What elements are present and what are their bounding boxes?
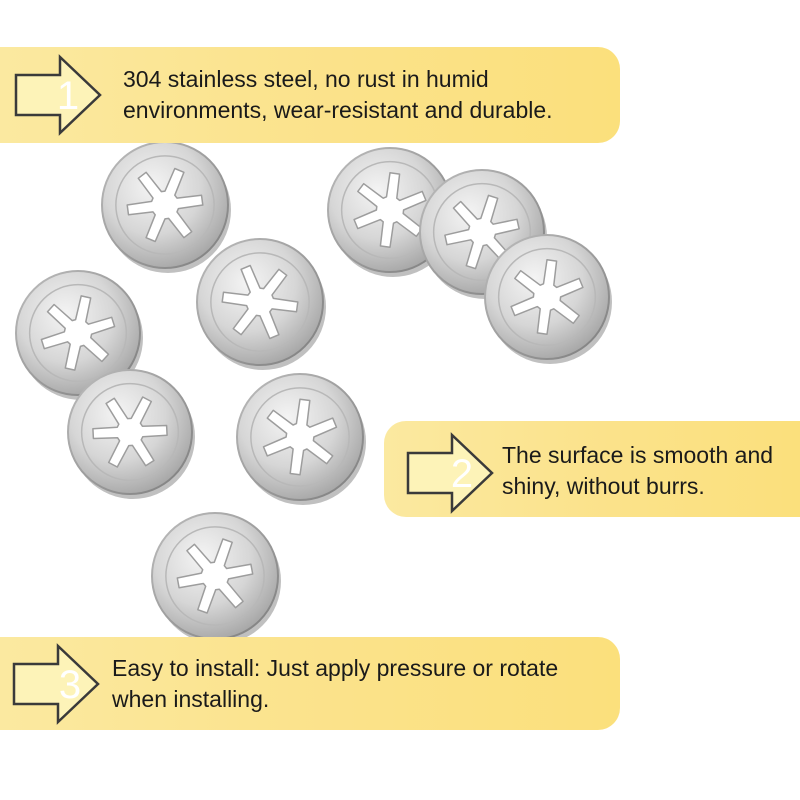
feature-text-2: The surface is smooth and shiny, without…	[502, 442, 774, 499]
washer-star-hole	[221, 264, 299, 340]
feature-banner-3: 3 Easy to install: Just apply pressure o…	[0, 637, 620, 730]
arrow-right-icon: 1	[14, 54, 102, 136]
washer	[67, 369, 195, 499]
washer	[101, 141, 231, 273]
washer-ridge	[497, 247, 597, 347]
feature-banner-1: 1 304 stainless steel, no rust in humid …	[0, 47, 620, 143]
washer	[196, 238, 326, 370]
washer	[15, 270, 143, 400]
arrow-right-icon: 2	[406, 432, 494, 514]
feature-number-2: 2	[451, 452, 473, 496]
washer-ridge	[80, 382, 180, 482]
washer-ridge	[250, 387, 350, 487]
washer	[236, 373, 366, 505]
washer-star-hole	[40, 295, 116, 371]
feature-number-1: 1	[57, 74, 79, 118]
feature-banner-2: 2 The surface is smooth and shiny, witho…	[384, 421, 800, 517]
washer-star-hole	[444, 194, 520, 270]
feature-text-3: Easy to install: Just apply pressure or …	[112, 655, 559, 712]
washer-star-hole	[262, 398, 338, 476]
washer-ridge	[115, 155, 215, 255]
washer-star-hole	[510, 259, 584, 335]
washer-ridge	[432, 182, 532, 282]
feature-text-1: 304 stainless steel, no rust in humid en…	[123, 66, 553, 123]
washer-star-hole	[92, 396, 168, 468]
washer	[484, 234, 612, 364]
feature-number-3: 3	[59, 663, 81, 707]
washer-ridge	[28, 283, 128, 383]
washer	[151, 512, 281, 644]
arrow-right-icon: 3	[12, 643, 100, 725]
washer-ridge	[210, 252, 310, 352]
washer-star-hole	[176, 538, 254, 614]
washer-star-hole	[353, 172, 427, 248]
washer-ridge	[165, 526, 265, 626]
washer-star-hole	[126, 167, 204, 243]
